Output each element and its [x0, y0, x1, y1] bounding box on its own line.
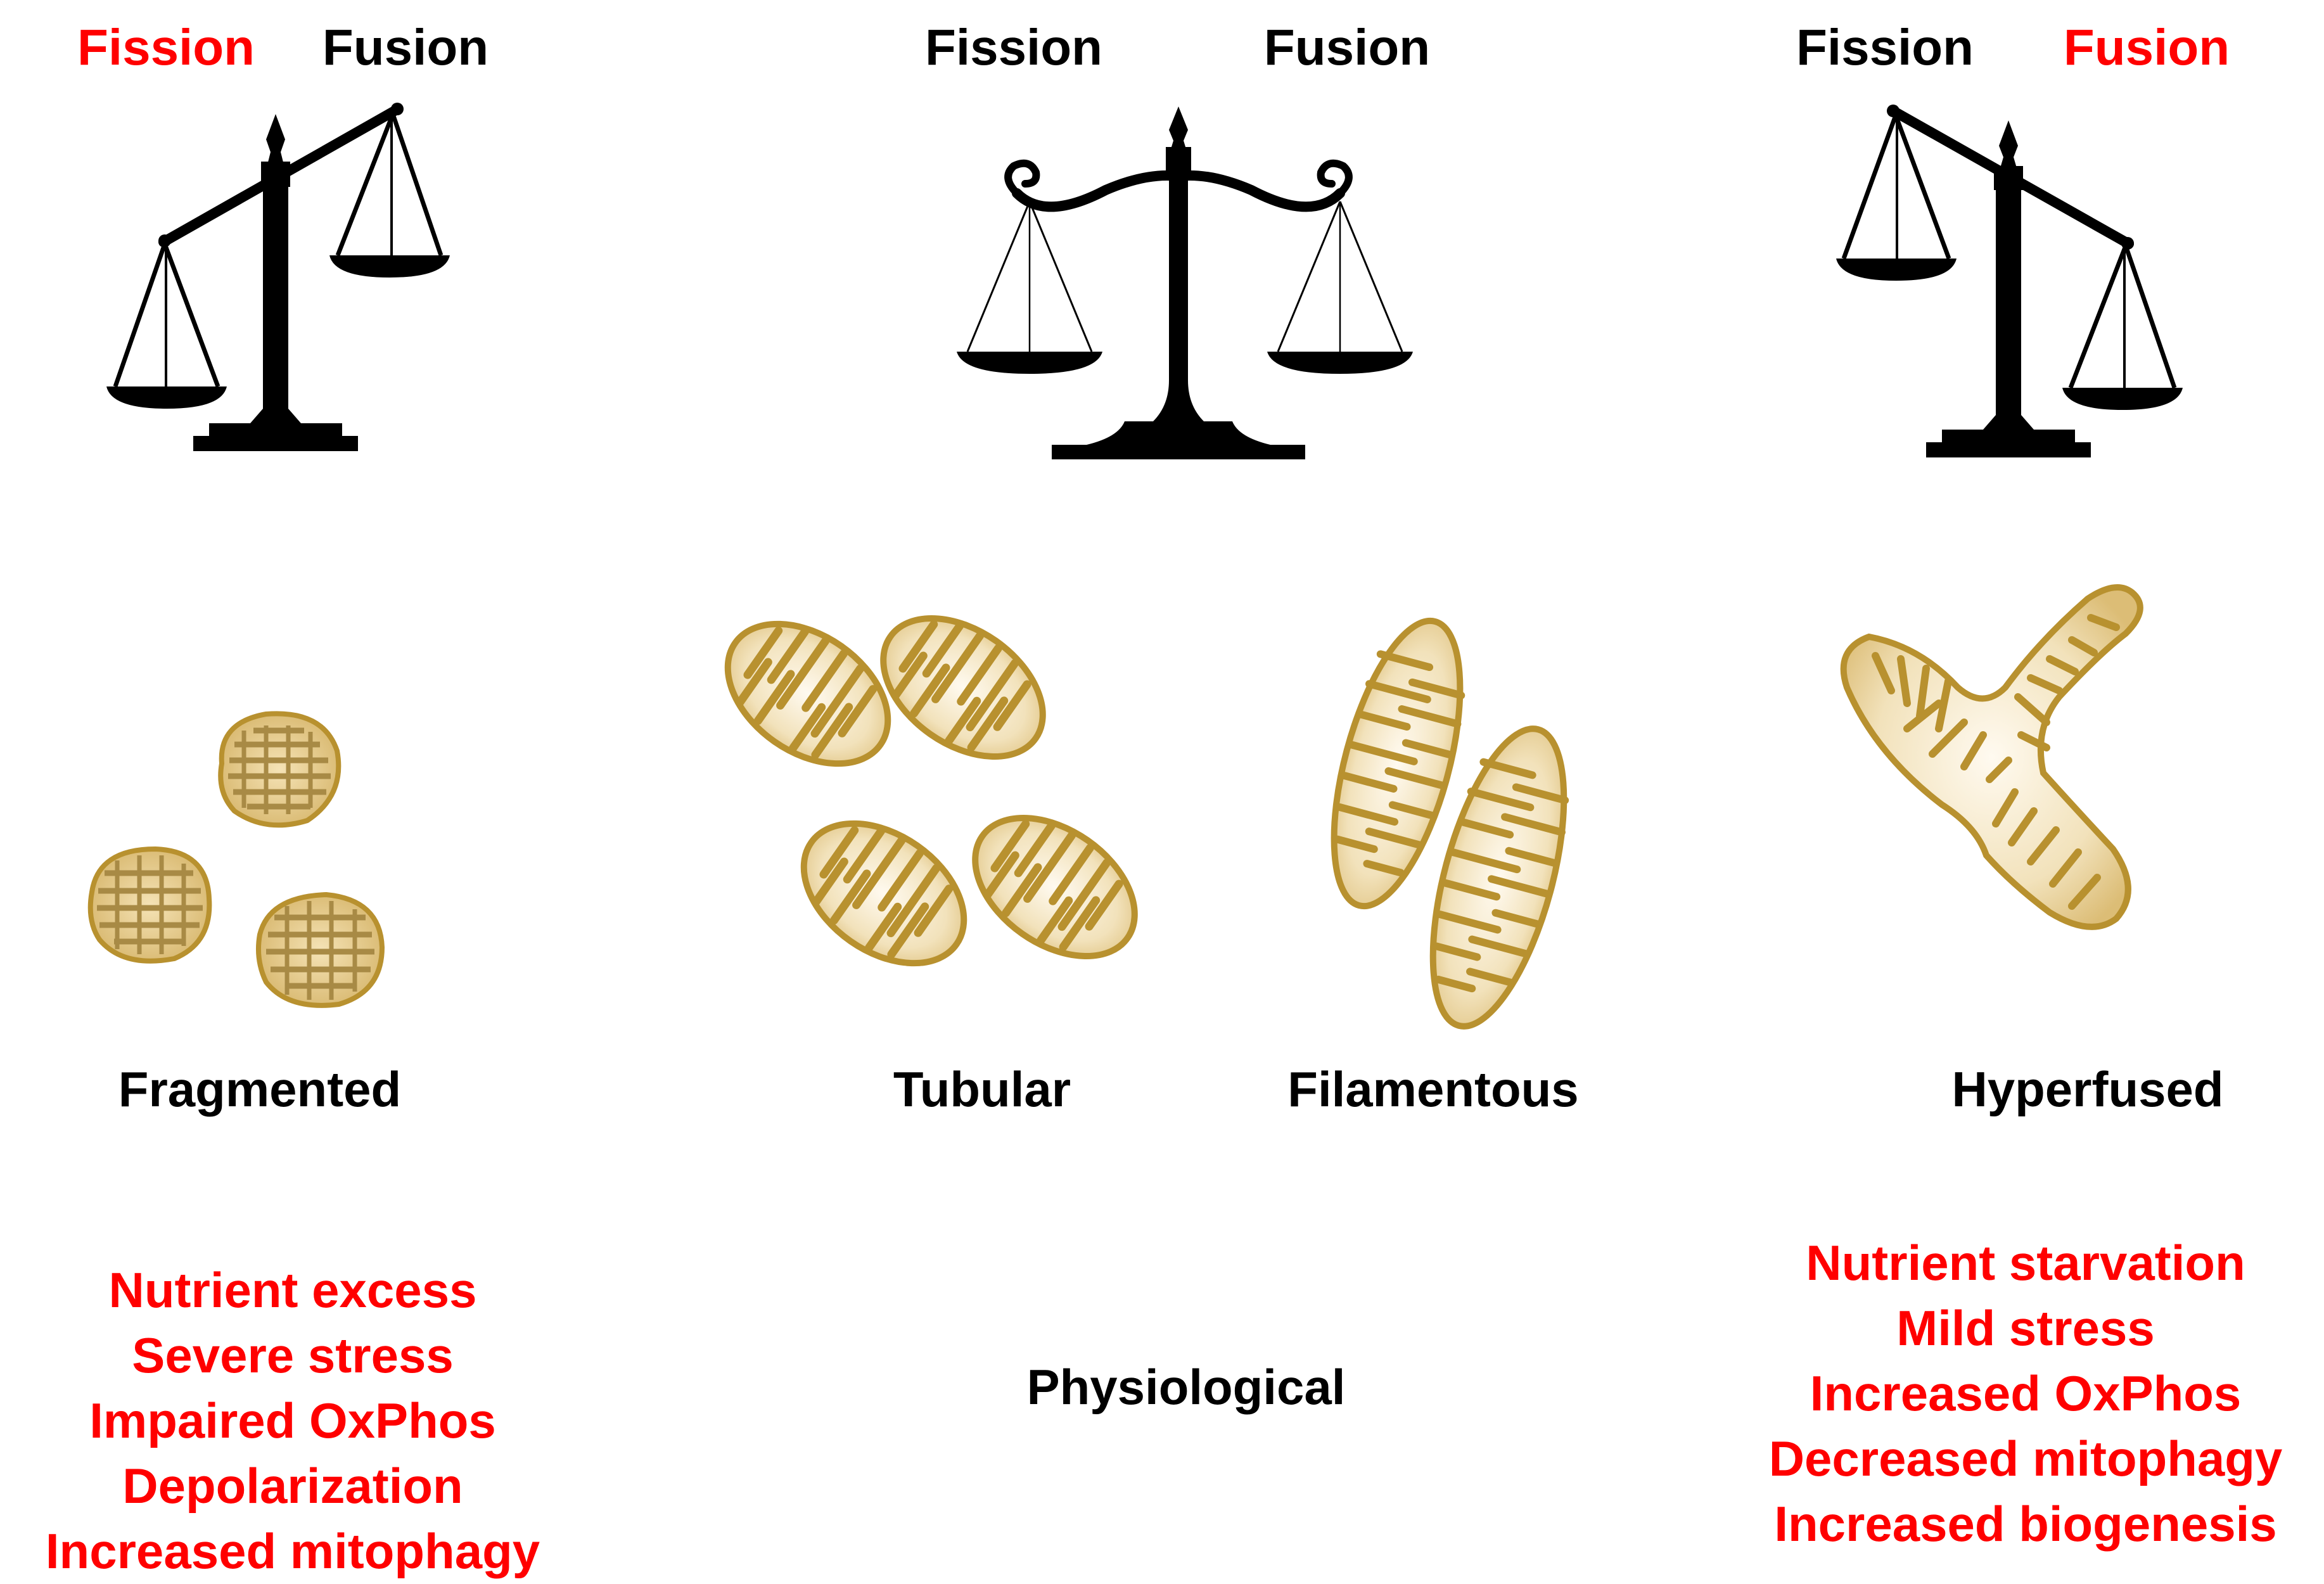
mitochondrion-tubular	[972, 814, 1138, 960]
fusion-conditions-list: Nutrient starvation Mild stress Increase…	[1769, 1230, 2283, 1557]
condition-item: Nutrient starvation	[1806, 1235, 2245, 1291]
condition-item: Impaired OxPhos	[89, 1393, 496, 1448]
balance-left-fission-label: Fission	[77, 19, 255, 75]
mitochondrion-filamentous	[1331, 617, 1465, 910]
balance-scale-fusion-heavy	[1836, 105, 2183, 457]
morphology-label-fragmented: Fragmented	[118, 1061, 402, 1117]
condition-item: Severe stress	[132, 1327, 454, 1383]
balance-scale-fission-heavy	[106, 103, 450, 451]
mitochondrion-hyperfused	[1840, 584, 2143, 930]
fragmented-mitochondria	[87, 711, 385, 1008]
condition-item: Nutrient excess	[108, 1262, 477, 1318]
morphology-label-hyperfused: Hyperfused	[1951, 1061, 2224, 1117]
physiological-label: Physiological	[1026, 1359, 1346, 1415]
condition-item: Depolarization	[122, 1458, 463, 1514]
condition-item: Mild stress	[1896, 1300, 2155, 1356]
mitochondrion-tubular	[800, 820, 967, 967]
filamentous-mitochondria	[1331, 617, 1569, 1030]
mitochondrion-fragment	[87, 846, 212, 964]
fission-conditions-list: Nutrient excess Severe stress Impaired O…	[46, 1258, 540, 1584]
condition-item: Increased mitophagy	[45, 1523, 540, 1579]
condition-item: Increased biogenesis	[1774, 1496, 2277, 1552]
mitochondrion-tubular	[724, 620, 891, 767]
mitochondrion-filamentous	[1429, 725, 1569, 1030]
balance-scale-balanced	[957, 106, 1413, 459]
balance-right-fusion-label: Fusion	[2063, 19, 2230, 75]
mitochondrion-fragment	[218, 711, 342, 828]
balance-middle-fission-label: Fission	[924, 19, 1103, 75]
balance-middle-fusion-label: Fusion	[1263, 19, 1431, 75]
condition-item: Increased OxPhos	[1810, 1365, 2242, 1421]
balance-right-fission-label: Fission	[1796, 19, 1974, 75]
balance-left-fusion-label: Fusion	[322, 19, 489, 75]
condition-item: Decreased mitophagy	[1768, 1431, 2283, 1486]
mitochondrion-fragment	[256, 891, 385, 1008]
tubular-mitochondria	[724, 615, 1138, 967]
morphology-label-tubular: Tubular	[893, 1061, 1071, 1117]
morphology-label-filamentous: Filamentous	[1287, 1061, 1579, 1117]
mitochondrion-tubular	[880, 615, 1046, 760]
